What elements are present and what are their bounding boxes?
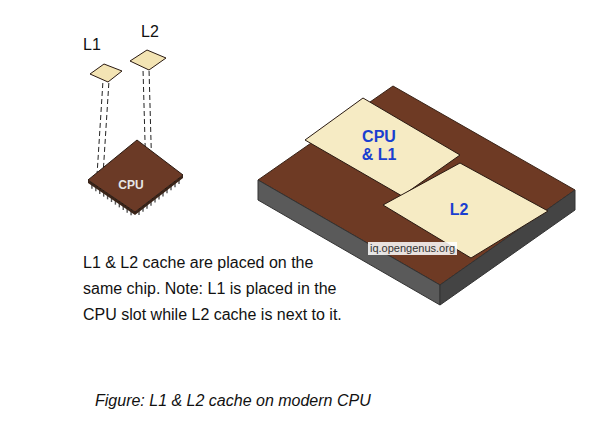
cpu-chip-face (88, 140, 183, 212)
dashed-link-line (149, 71, 151, 158)
chip-label: L2 (450, 201, 469, 219)
cache-chip-face (130, 50, 166, 70)
cpu-chip: CPU (84, 136, 188, 222)
cache-chip-face (90, 64, 122, 82)
cache-label: L1 (83, 36, 101, 54)
cache-chip: L1 (84, 36, 126, 84)
cache-label: L2 (141, 23, 159, 41)
figure-caption: Figure: L1 & L2 cache on modern CPU (95, 392, 371, 410)
chip-label: CPU & L1 (356, 128, 402, 165)
watermark: iq.opengenus.org (368, 242, 457, 255)
chip-label: CPU (118, 179, 143, 193)
cache-chip-outline (90, 64, 122, 82)
cache-chip-outline (130, 50, 166, 70)
dashed-link-line (97, 83, 103, 182)
note-text: L1 & L2 cache are placed on the same chi… (83, 250, 345, 328)
cache-chip: L2 (128, 22, 170, 72)
